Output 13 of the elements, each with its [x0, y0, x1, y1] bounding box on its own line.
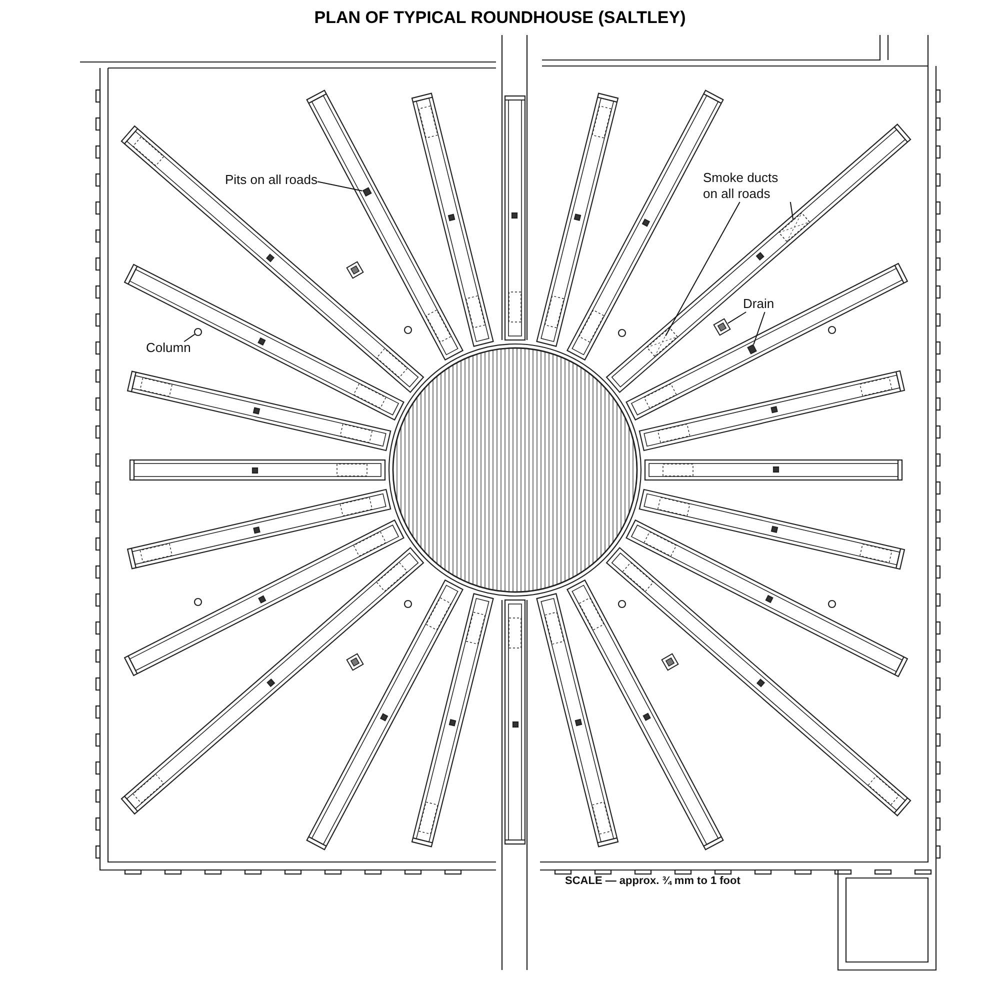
leader-line — [665, 202, 740, 336]
callout-label: Column — [146, 340, 191, 356]
column-circle — [194, 328, 202, 336]
callout-label: Drain — [743, 296, 774, 312]
callout-label: Smoke ducts on all roads — [703, 170, 795, 202]
pit-marker — [362, 187, 372, 197]
leader-line — [184, 334, 196, 342]
scale-note: SCALE — approx. ¾ mm to 1 foot — [565, 874, 740, 889]
leader-line — [790, 202, 794, 221]
leader-line — [727, 312, 747, 324]
plan-title: PLAN OF TYPICAL ROUNDHOUSE (SALTLEY) — [314, 8, 686, 28]
drain-marker — [747, 344, 757, 354]
callout-label: Pits on all roads — [225, 172, 318, 188]
